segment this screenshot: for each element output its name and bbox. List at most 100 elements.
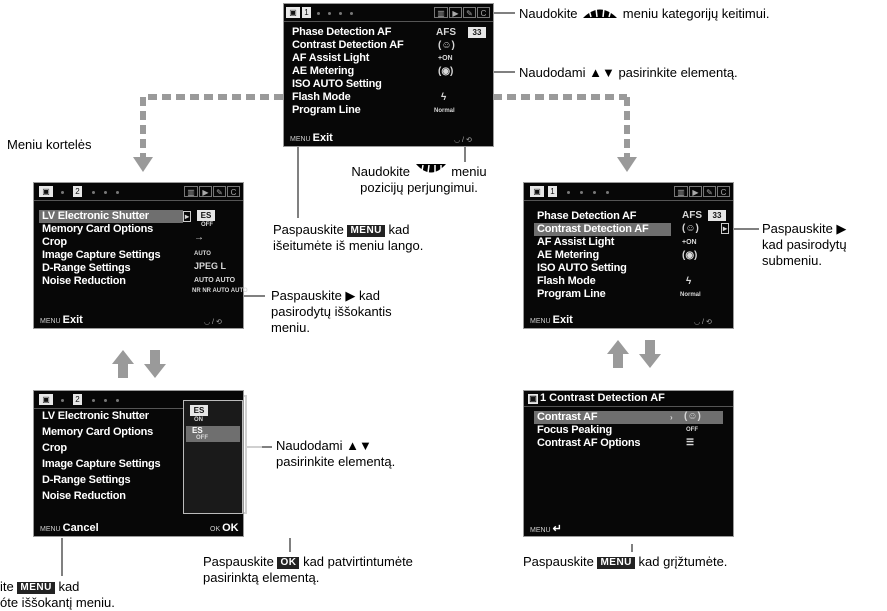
category-switch-note: Naudokite meniu kategorijų keitimui. [519, 5, 769, 22]
note-text: submeniu. [762, 253, 822, 268]
menu-item-iso-auto[interactable]: ISO AUTO Setting [537, 262, 627, 274]
menu-item-noise-reduction[interactable]: Noise Reduction [42, 275, 126, 287]
camera-tab-icon[interactable]: ▣ [530, 186, 544, 197]
menu-item-program-line[interactable]: Program Line [292, 104, 361, 116]
setup-category-icon[interactable]: ✎ [463, 7, 476, 18]
popup-option[interactable]: ES ON [186, 403, 240, 425]
menu-key: MENU [530, 527, 551, 534]
menu-item-crop[interactable]: Crop [42, 442, 67, 454]
exit-label: Exit [62, 314, 83, 326]
camera-tab-icon[interactable]: ▣ [39, 186, 53, 197]
submenu-item-focus-peaking[interactable]: Focus Peaking [537, 424, 613, 436]
tab-number[interactable]: 1 [548, 186, 557, 197]
tabs-note: Meniu kortelės [7, 137, 92, 152]
menu-key: MENU [40, 526, 61, 533]
face-detect-icon: (☺) [438, 40, 455, 51]
custom-category-icon[interactable]: C [227, 186, 240, 197]
tab-dot[interactable] [328, 12, 331, 15]
select-item-note-bottom: Naudodami ▲▼ pasirinkite elementą. [276, 438, 395, 470]
note-text: Paspauskite [523, 554, 594, 569]
tab-number[interactable]: 2 [73, 186, 82, 197]
submenu-screen: ▣1 Contrast Detection AF Contrast AF › (… [523, 390, 734, 537]
metering-icon: (◉) [438, 66, 454, 77]
tab-dot[interactable] [116, 191, 119, 194]
menu-item-contrast-af[interactable]: Contrast Detection AF [292, 39, 404, 51]
tab-dot[interactable] [606, 191, 609, 194]
capture-value: JPEG L [194, 261, 227, 271]
menu-item-lv-shutter[interactable]: LV Electronic Shutter [42, 410, 149, 422]
menu-tab-bar: ▣ 1 ▥ ▶ ✎ C [284, 4, 493, 22]
tab-dot[interactable] [61, 191, 64, 194]
menu-tab-bar: ▣ 2 [34, 391, 243, 409]
menu-item-phase-af[interactable]: Phase Detection AF [537, 210, 637, 222]
menu-item-ae-metering[interactable]: AE Metering [537, 249, 599, 261]
popup-option-selected[interactable]: ES OFF [186, 426, 240, 442]
setup-category-icon[interactable]: ✎ [213, 186, 226, 197]
camera-tab-icon[interactable]: ▣ [286, 7, 300, 18]
menu-item-crop[interactable]: Crop [42, 236, 67, 248]
submenu-value-options: ☰ [686, 437, 695, 447]
menu-key: MENU [530, 318, 551, 325]
tab-dot[interactable] [567, 191, 570, 194]
menu-item-af-assist[interactable]: AF Assist Light [537, 236, 615, 248]
custom-category-icon[interactable]: C [477, 7, 490, 18]
tab-dot[interactable] [580, 191, 583, 194]
ok-label: OK [222, 522, 239, 534]
tab-number[interactable]: 2 [73, 394, 82, 405]
tab-dot[interactable] [593, 191, 596, 194]
right-arrow-icon[interactable]: ▸ [721, 223, 730, 234]
playback-category-icon[interactable]: ▶ [449, 7, 462, 18]
menu-item-flash-mode[interactable]: Flash Mode [292, 91, 351, 103]
right-arrow-icon[interactable]: ▸ [183, 211, 192, 222]
menu-item-noise-reduction[interactable]: Noise Reduction [42, 490, 126, 502]
movie-category-icon[interactable]: ▥ [434, 7, 448, 18]
menu-item-ae-metering[interactable]: AE Metering [292, 65, 354, 77]
note-text: kad grįžtumėte. [638, 554, 728, 569]
menu-key: MENU [290, 136, 311, 143]
menu-item-capture-settings[interactable]: Image Capture Settings [42, 458, 161, 470]
custom-category-icon[interactable]: C [717, 186, 730, 197]
menu-item-program-line[interactable]: Program Line [537, 288, 606, 300]
menu-item-phase-af[interactable]: Phase Detection AF [292, 26, 392, 38]
option-badge: ES [190, 405, 208, 416]
camera-tab-icon[interactable]: ▣ [39, 394, 53, 405]
tab-dot[interactable] [339, 12, 342, 15]
tab-dot[interactable] [317, 12, 320, 15]
menu-item-flash-mode[interactable]: Flash Mode [537, 275, 596, 287]
menu-item-contrast-af[interactable]: Contrast Detection AF [534, 223, 671, 236]
setup-category-icon[interactable]: ✎ [703, 186, 716, 197]
menu-item-lv-shutter[interactable]: LV Electronic Shutter [39, 210, 183, 223]
af-assist-value: +ON [682, 239, 697, 246]
tab-number[interactable]: 1 [302, 7, 311, 18]
tab-dot[interactable] [104, 191, 107, 194]
tab-dot[interactable] [92, 399, 95, 402]
option-sub: OFF [196, 435, 208, 441]
tab-dot[interactable] [61, 399, 64, 402]
menu-item-capture-settings[interactable]: Image Capture Settings [42, 249, 161, 261]
movie-category-icon[interactable]: ▥ [184, 186, 198, 197]
menu-item-drange[interactable]: D-Range Settings [42, 262, 131, 274]
menu-item-drange[interactable]: D-Range Settings [42, 474, 131, 486]
confirm-note: Paspauskite OK kad patvirtintumėte pasir… [203, 554, 413, 586]
phase-af-mode-value: AFS [436, 27, 456, 38]
back-icon: ↵ [552, 523, 562, 535]
playback-category-icon[interactable]: ▶ [689, 186, 702, 197]
menu-item-af-assist[interactable]: AF Assist Light [292, 52, 370, 64]
tab-dot[interactable] [350, 12, 353, 15]
menu-item-iso-auto[interactable]: ISO AUTO Setting [292, 78, 382, 90]
submenu-item-af-options[interactable]: Contrast AF Options [537, 437, 641, 449]
playback-category-icon[interactable]: ▶ [199, 186, 212, 197]
submenu-item-contrast-af[interactable]: Contrast AF [534, 411, 723, 424]
tab-dot[interactable] [116, 399, 119, 402]
menu-item-card-options[interactable]: Memory Card Options [42, 426, 154, 438]
tab-dot[interactable] [92, 191, 95, 194]
menu-item-card-options[interactable]: Memory Card Options [42, 223, 154, 235]
movie-category-icon[interactable]: ▥ [674, 186, 688, 197]
back-footer[interactable]: MENU↵ [530, 522, 562, 535]
tab-dot[interactable] [104, 399, 107, 402]
